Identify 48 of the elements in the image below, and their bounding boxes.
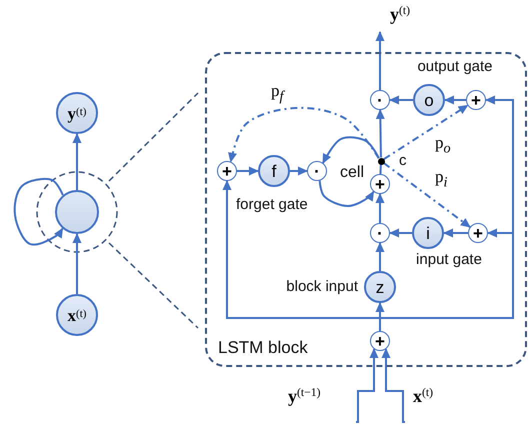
variable-label: y$^{(t)}$ <box>376 4 446 32</box>
operator-circle: + <box>370 331 390 351</box>
junction-dot <box>378 158 384 164</box>
arrow <box>376 109 385 158</box>
peephole-arrow <box>228 106 380 163</box>
arrow <box>389 96 413 104</box>
arrow <box>444 96 466 104</box>
arrow <box>290 166 308 176</box>
operator-circle: + <box>370 174 390 194</box>
gate-circle: i <box>412 217 444 249</box>
hidden-state-circle <box>55 190 99 234</box>
variable-label: y$^{(t−1)}$ <box>288 386 356 425</box>
operator-circle: · <box>370 90 390 110</box>
arrow <box>72 133 82 190</box>
gate-circle: o <box>413 84 445 116</box>
cell-label: cell <box>340 164 364 182</box>
variable-label: x$^{(t)}$ <box>405 386 467 425</box>
arrow <box>376 31 384 90</box>
arrow <box>237 166 259 176</box>
operator-circle: + <box>466 90 486 110</box>
gate-caption: input gate <box>415 251 483 268</box>
arrow <box>356 348 378 423</box>
arrow <box>382 348 405 423</box>
gate-caption: forget gate <box>236 196 309 213</box>
arrow <box>376 242 384 271</box>
gate-circle: z <box>364 271 396 303</box>
gate-circle: f <box>258 155 290 187</box>
arrow <box>379 96 514 331</box>
arrow <box>72 233 82 294</box>
arrow <box>318 180 374 207</box>
arrow <box>389 228 412 238</box>
operator-circle: + <box>217 161 237 181</box>
variable-circle: y$^{(t)}$ <box>56 92 98 134</box>
arrow <box>443 228 468 238</box>
gate-caption: output gate <box>416 58 494 75</box>
arrow <box>322 136 380 164</box>
operator-circle: · <box>307 161 327 181</box>
lstm-block-panel <box>205 52 527 367</box>
arrow <box>14 178 64 246</box>
block-title: LSTM block <box>218 338 308 358</box>
variable-circle: x$^{(t)}$ <box>56 294 98 336</box>
arrow <box>376 193 384 223</box>
gate-caption: block input <box>285 278 358 295</box>
operator-circle: + <box>468 223 488 243</box>
operator-circle: · <box>370 223 390 243</box>
point-label: c <box>399 152 408 169</box>
peephole-arrow <box>383 162 471 228</box>
peephole-arrow <box>383 104 468 160</box>
